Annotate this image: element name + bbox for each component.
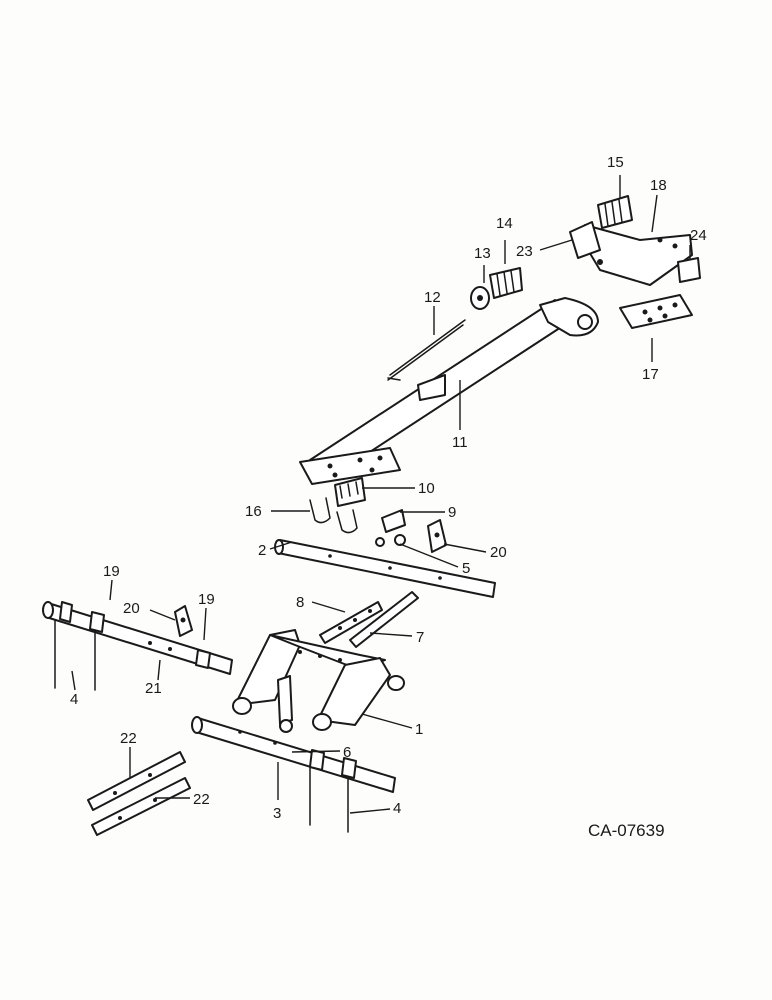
- callout-19-right: 19: [198, 591, 215, 608]
- callout-7: 7: [416, 629, 424, 646]
- part-17-plate: [619, 294, 693, 329]
- part-4-tines-right: [309, 767, 349, 833]
- callout-8: 8: [296, 594, 304, 611]
- callout-9: 9: [448, 504, 456, 521]
- callout-12: 12: [424, 289, 441, 306]
- callout-23: 23: [516, 243, 533, 260]
- part-2-tube: [274, 539, 496, 598]
- part-12-rod: [387, 319, 466, 381]
- part-3-tube: [191, 716, 396, 793]
- callout-2: 2: [258, 542, 266, 559]
- leader-lines: [71, 175, 691, 814]
- callout-22-bottom: 22: [193, 791, 210, 808]
- part-6-clamp: [277, 675, 293, 733]
- part-14-spring: [489, 267, 523, 299]
- callout-21: 21: [145, 680, 162, 697]
- callout-13: 13: [474, 245, 491, 262]
- callout-19-left: 19: [103, 563, 120, 580]
- part-11-tongue: [299, 297, 599, 485]
- callout-6: 6: [343, 744, 351, 761]
- callout-11: 11: [452, 434, 468, 451]
- callout-10: 10: [418, 480, 435, 497]
- part-7-strap: [349, 591, 419, 648]
- part-21-tube: [42, 601, 233, 675]
- callout-labels: 1 2 3 4 4 5 6 7 8 9 10 11 12 13 14 15 16…: [70, 154, 707, 822]
- part-15-spring: [597, 195, 633, 229]
- callout-1: 1: [415, 721, 423, 738]
- callout-17: 17: [642, 366, 659, 383]
- part-5-spacer: [375, 537, 385, 547]
- callout-5: 5: [462, 560, 470, 577]
- part-9-clamp: [381, 509, 406, 546]
- callout-18: 18: [650, 177, 667, 194]
- callout-15: 15: [607, 154, 624, 171]
- part-4-tines-left: [54, 619, 96, 691]
- callout-3: 3: [273, 805, 281, 822]
- part-20-clamp-left: [174, 605, 193, 637]
- part-20-clamp-right: [427, 519, 447, 553]
- callout-4-left: 4: [70, 691, 78, 708]
- callout-4-right: 4: [393, 800, 401, 817]
- part-24-plate: [677, 257, 701, 283]
- part-22-plates: [87, 751, 191, 836]
- callout-20-left: 20: [123, 600, 140, 617]
- part-1-frame: [232, 629, 405, 731]
- callout-16: 16: [245, 503, 262, 520]
- callout-20-right: 20: [490, 544, 507, 561]
- part-8-strap: [319, 601, 383, 644]
- part-13-nut: [470, 286, 490, 310]
- callout-22-top: 22: [120, 730, 137, 747]
- callout-24: 24: [690, 227, 707, 244]
- part-10-saddle: [334, 477, 366, 507]
- part-18-bracket: [569, 221, 693, 286]
- callout-14: 14: [496, 215, 513, 232]
- part-16-u-bolts: [309, 497, 358, 534]
- drawing-code: CA-07639: [588, 821, 665, 840]
